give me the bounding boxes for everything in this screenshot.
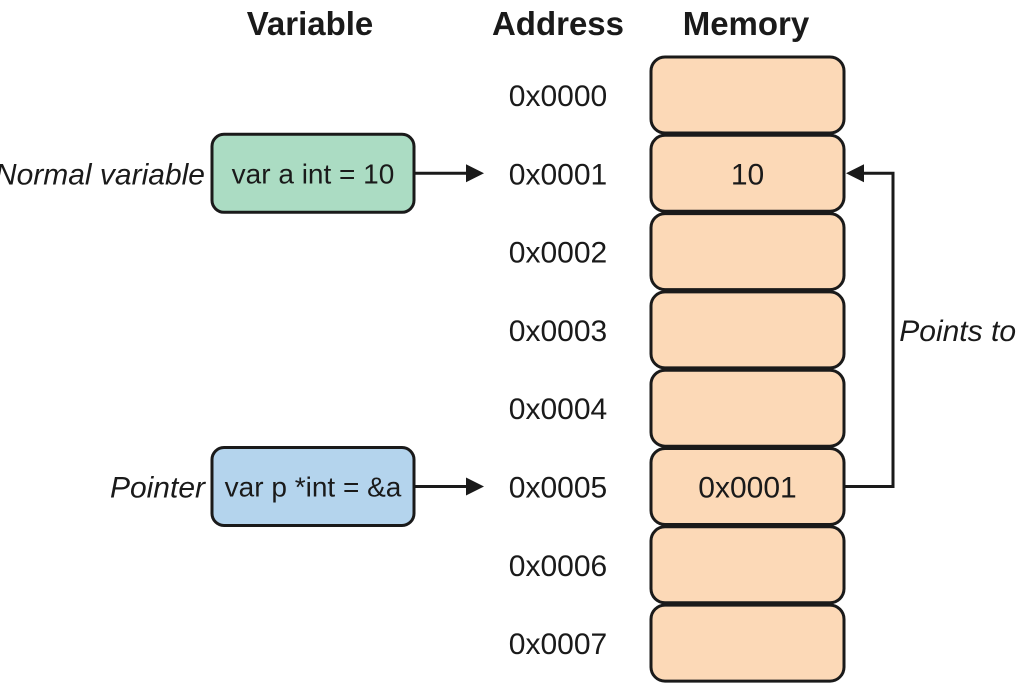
header-memory: Memory [683,5,810,42]
variable-kind-label: Normal variable [0,158,205,191]
address-label: 0x0001 [509,158,607,191]
variable-kind-label: Pointer [110,472,206,505]
variable-entry: Pointer var p *int = &a [110,446,484,527]
address-label: 0x0002 [509,237,607,270]
variables-group: Normal variable var a int = 10 Pointer var … [0,132,484,527]
memory-cell [649,212,846,292]
variable-arrow-head [466,477,484,496]
variable-declaration: var a int = 10 [232,158,395,189]
memory-cell: 0x0001 [649,447,846,526]
memory-cell-box [649,525,846,605]
points-to-label: Points to [899,315,1016,348]
memory-cell [649,603,846,683]
address-label: 0x0006 [509,550,607,583]
memory-cell-value: 0x0001 [698,472,796,505]
header-variable: Variable [247,5,374,42]
memory-column: 10 0x0001 [649,55,846,683]
memory-cell-value: 10 [731,158,764,191]
variable-arrow-head [466,164,484,183]
memory-cell [649,55,846,135]
memory-cell: 10 [649,133,846,213]
variable-declaration: var p *int = &a [225,472,402,503]
memory-cell [649,525,846,605]
address-label: 0x0004 [509,393,607,426]
memory-cell [649,290,846,370]
address-label: 0x0000 [509,80,607,113]
address-label: 0x0003 [509,315,607,348]
memory-cell-box [649,212,846,292]
memory-cell-box [649,290,846,370]
memory-cell [649,368,846,448]
pointer-arrow-line [844,171,895,488]
address-label: 0x0007 [509,628,607,661]
pointer-arrow-head [846,164,864,183]
address-label: 0x0005 [509,472,607,505]
pointer-arrow: Points to [844,164,1016,488]
memory-cell-box [649,55,846,135]
memory-cell-box [649,133,846,213]
variable-entry: Normal variable var a int = 10 [0,132,484,214]
memory-cell-box [649,368,846,448]
address-column: 0x0000 0x0001 0x0002 0x0003 0x0004 0x0005 0x00… [509,80,607,661]
memory-cell-box [649,603,846,683]
header-address: Address [492,5,624,42]
